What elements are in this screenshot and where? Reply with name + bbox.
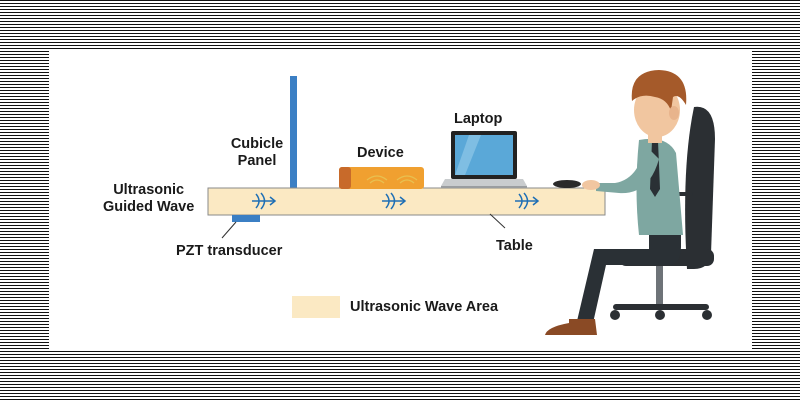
label-cubicle-line1: Cubicle xyxy=(230,136,284,152)
device xyxy=(339,167,424,189)
label-cubicle-panel: Cubicle Panel xyxy=(227,136,287,170)
pzt-pointer xyxy=(221,221,237,239)
label-ultrasonic-guided-wave: Ultrasonic Guided Wave xyxy=(103,182,194,216)
table-pointer xyxy=(489,213,506,229)
legend-swatch xyxy=(292,296,340,318)
legend-label: Ultrasonic Wave Area xyxy=(350,299,499,315)
guided-wave-symbol-2 xyxy=(382,192,407,210)
label-wave-line2: Guided Wave xyxy=(103,199,195,215)
pzt-transducer xyxy=(232,215,260,222)
label-wave-line1: Ultrasonic xyxy=(113,182,185,198)
label-table: Table xyxy=(496,238,533,254)
diagram-canvas xyxy=(207,70,715,335)
diagram-panel: Cubicle Panel Device Laptop Ultrasonic G… xyxy=(49,49,752,350)
label-laptop: Laptop xyxy=(454,111,503,127)
laptop xyxy=(441,131,527,188)
label-cubicle-line2: Panel xyxy=(237,153,277,169)
guided-wave-symbol-1 xyxy=(252,192,277,210)
label-device: Device xyxy=(357,145,404,161)
mouse xyxy=(553,180,581,188)
cubicle-panel xyxy=(290,76,297,190)
guided-wave-symbol-3 xyxy=(515,192,540,210)
label-pzt-transducer: PZT transducer xyxy=(176,243,283,259)
seated-person xyxy=(545,70,687,335)
